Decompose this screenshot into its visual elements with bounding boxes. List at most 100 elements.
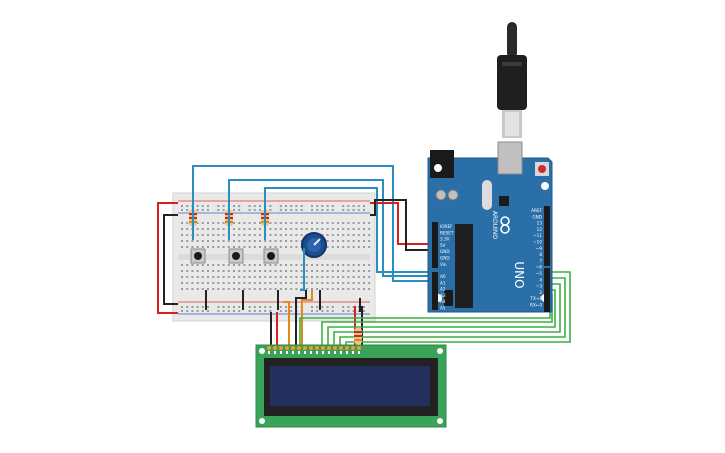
breadboard-hole	[264, 270, 267, 272]
breadboard-hole	[227, 288, 230, 290]
breadboard-hole	[212, 222, 215, 224]
breadboard-hole	[326, 264, 329, 266]
breadboard-hole	[321, 228, 324, 230]
breadboard-hole	[300, 234, 303, 236]
lcd-pin-marker	[286, 351, 288, 354]
breadboard-hole	[191, 264, 194, 266]
breadboard-hole	[259, 222, 261, 224]
breadboard-hole	[368, 240, 371, 242]
breadboard-hole	[363, 228, 365, 230]
breadboard-hole	[222, 288, 225, 290]
breadboard-hole	[342, 222, 345, 224]
pin-label: 8	[539, 252, 542, 257]
lcd-pin-marker	[358, 351, 360, 354]
breadboard-hole	[321, 205, 324, 207]
breadboard-hole	[295, 209, 298, 211]
breadboard-hole	[217, 240, 220, 242]
breadboard-hole	[269, 288, 272, 290]
backlight-resistor	[354, 328, 362, 344]
breadboard-hole	[337, 282, 339, 284]
breadboard-hole	[227, 246, 230, 248]
breadboard-hole	[352, 282, 355, 284]
breadboard-hole	[212, 240, 215, 242]
breadboard-hole	[238, 246, 241, 248]
pin-label: 7	[539, 258, 542, 263]
breadboard-hole	[212, 234, 215, 236]
breadboard-hole	[196, 264, 199, 266]
breadboard-hole	[186, 310, 189, 312]
breadboard-hole	[248, 282, 251, 284]
breadboard-hole	[264, 264, 267, 266]
breadboard-hole	[181, 306, 183, 308]
breadboard-hole	[311, 288, 313, 290]
pin-label: A3	[440, 293, 446, 298]
breadboard-hole	[222, 282, 225, 284]
lcd-pin	[314, 345, 320, 351]
breadboard-hole	[207, 264, 209, 266]
breadboard-hole	[243, 222, 246, 224]
lcd-pin	[296, 345, 302, 351]
breadboard-hole	[201, 246, 204, 248]
pin-label: GND	[440, 256, 450, 261]
breadboard-hole	[331, 310, 334, 312]
breadboard-hole	[326, 222, 329, 224]
breadboard-hole	[259, 288, 261, 290]
reset-button-cap[interactable]	[538, 165, 546, 173]
breadboard-hole	[233, 222, 235, 224]
breadboard-hole	[357, 264, 360, 266]
breadboard-hole	[274, 270, 277, 272]
breadboard-hole	[181, 228, 183, 230]
breadboard-hole	[207, 288, 209, 290]
wire-blue	[192, 165, 438, 291]
breadboard-hole	[259, 240, 261, 242]
breadboard-hole	[363, 240, 365, 242]
breadboard-hole	[337, 288, 339, 290]
potentiometer[interactable]	[301, 232, 327, 258]
breadboard-hole	[186, 246, 189, 248]
breadboard-hole	[331, 228, 334, 230]
breadboard-hole	[342, 306, 345, 308]
breadboard-hole	[259, 270, 261, 272]
breadboard-hole	[269, 228, 272, 230]
breadboard-hole	[233, 288, 235, 290]
breadboard-hole	[357, 306, 360, 308]
breadboard-hole	[248, 246, 251, 248]
lcd-pin	[344, 345, 350, 351]
pin-label: TX→1	[529, 296, 542, 301]
lcd-pin-marker	[340, 351, 342, 354]
breadboard-hole	[326, 270, 329, 272]
breadboard-hole	[186, 288, 189, 290]
digital-header-low	[544, 268, 550, 312]
breadboard-hole	[253, 222, 256, 224]
breadboard-hole	[269, 222, 272, 224]
breadboard-hole	[201, 288, 204, 290]
breadboard-hole	[269, 246, 272, 248]
breadboard-hole	[342, 264, 345, 266]
breadboard-hole	[337, 228, 339, 230]
breadboard-hole	[311, 209, 313, 211]
lcd-pin-marker	[292, 351, 294, 354]
mount-hole	[437, 418, 443, 424]
breadboard-hole	[363, 246, 365, 248]
breadboard-hole	[253, 234, 256, 236]
breadboard-hole	[191, 276, 194, 278]
pin-label: 4	[539, 277, 542, 282]
breadboard-hole	[326, 306, 329, 308]
breadboard-hole	[269, 234, 272, 236]
lcd-pin-marker	[280, 351, 282, 354]
pin-label: ~3	[536, 284, 543, 289]
pin-label: IOREF	[440, 224, 453, 229]
breadboard-hole	[326, 310, 329, 312]
push-button[interactable]	[228, 248, 244, 264]
breadboard-hole	[186, 276, 189, 278]
breadboard-hole	[233, 282, 235, 284]
breadboard-hole	[352, 222, 355, 224]
breadboard-hole	[191, 310, 194, 312]
breadboard-hole	[352, 276, 355, 278]
push-button[interactable]	[263, 248, 279, 264]
push-button[interactable]	[190, 248, 206, 264]
pin-label: A0	[440, 274, 446, 279]
breadboard-hole	[243, 240, 246, 242]
breadboard-hole	[181, 246, 183, 248]
